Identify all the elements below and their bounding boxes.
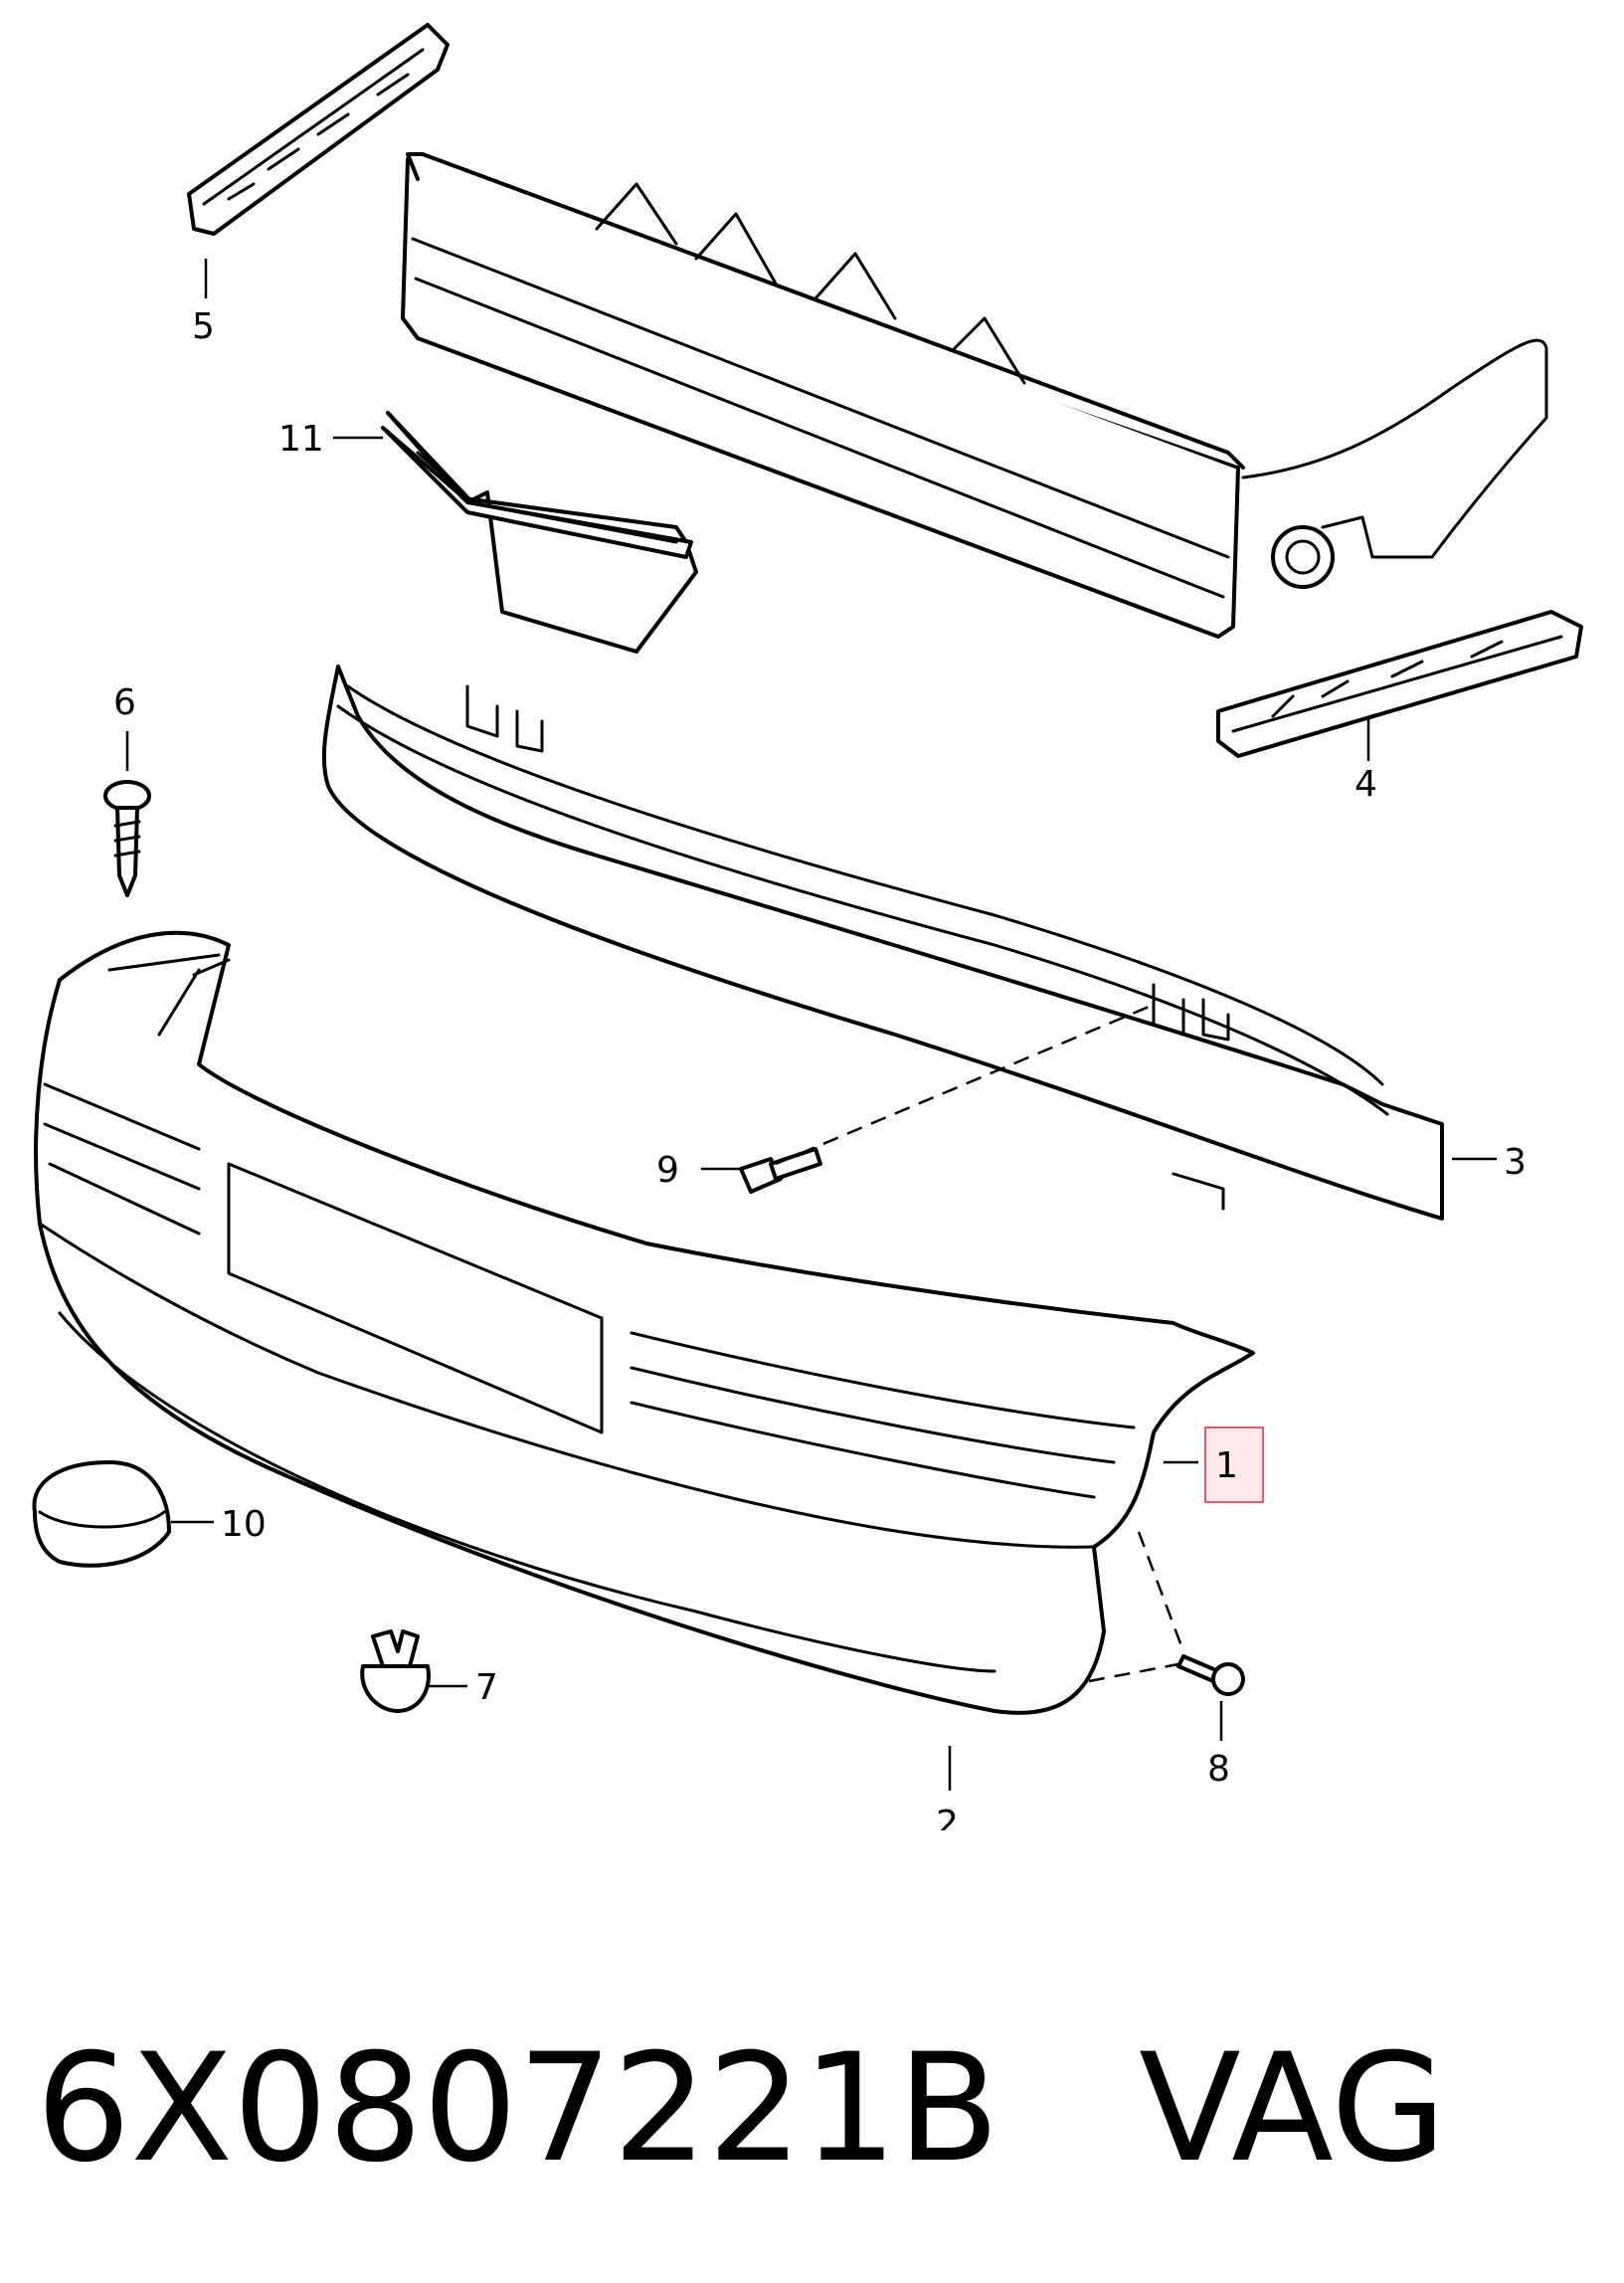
callout-6: 6 [113, 682, 136, 723]
part-number: 6X0807221B [36, 2022, 1000, 2195]
callout-2: 2 [936, 1804, 959, 1830]
callout-3: 3 [1504, 1142, 1527, 1183]
part-5-bracket [187, 23, 450, 236]
part-7-clip [360, 1629, 431, 1713]
assembly-line-9 [775, 1003, 1155, 1166]
callout-11: 11 [278, 419, 324, 460]
part-6-screw [103, 780, 151, 897]
parts-diagram: 1 2 3 4 5 6 7 8 9 10 11 [32, 23, 1583, 1830]
part-4-bumper-carrier [401, 152, 1548, 639]
part-11-plate [381, 411, 698, 654]
part-8-screw [1176, 1654, 1245, 1696]
callout-5: 5 [192, 306, 215, 347]
part-9-bolt [739, 1147, 822, 1194]
assembly-line-8 [1088, 1531, 1185, 1683]
callout-4: 4 [1354, 764, 1377, 805]
part-number-footer: 6X0807221B VAG [36, 2009, 1587, 2228]
callout-9: 9 [656, 1150, 679, 1191]
callout-7: 7 [475, 1667, 498, 1708]
part-1-bumper-cover [34, 930, 1255, 1715]
callout-8: 8 [1207, 1749, 1230, 1790]
part-4-side-bracket [1216, 610, 1583, 758]
part-10-cap [32, 1460, 171, 1568]
brand-name: VAG [1139, 2022, 1447, 2195]
callout-1-highlight [1204, 1427, 1264, 1503]
callout-10: 10 [221, 1504, 267, 1545]
part-3-energy-absorber [321, 665, 1444, 1221]
callout-1: 1 [1215, 1445, 1238, 1486]
